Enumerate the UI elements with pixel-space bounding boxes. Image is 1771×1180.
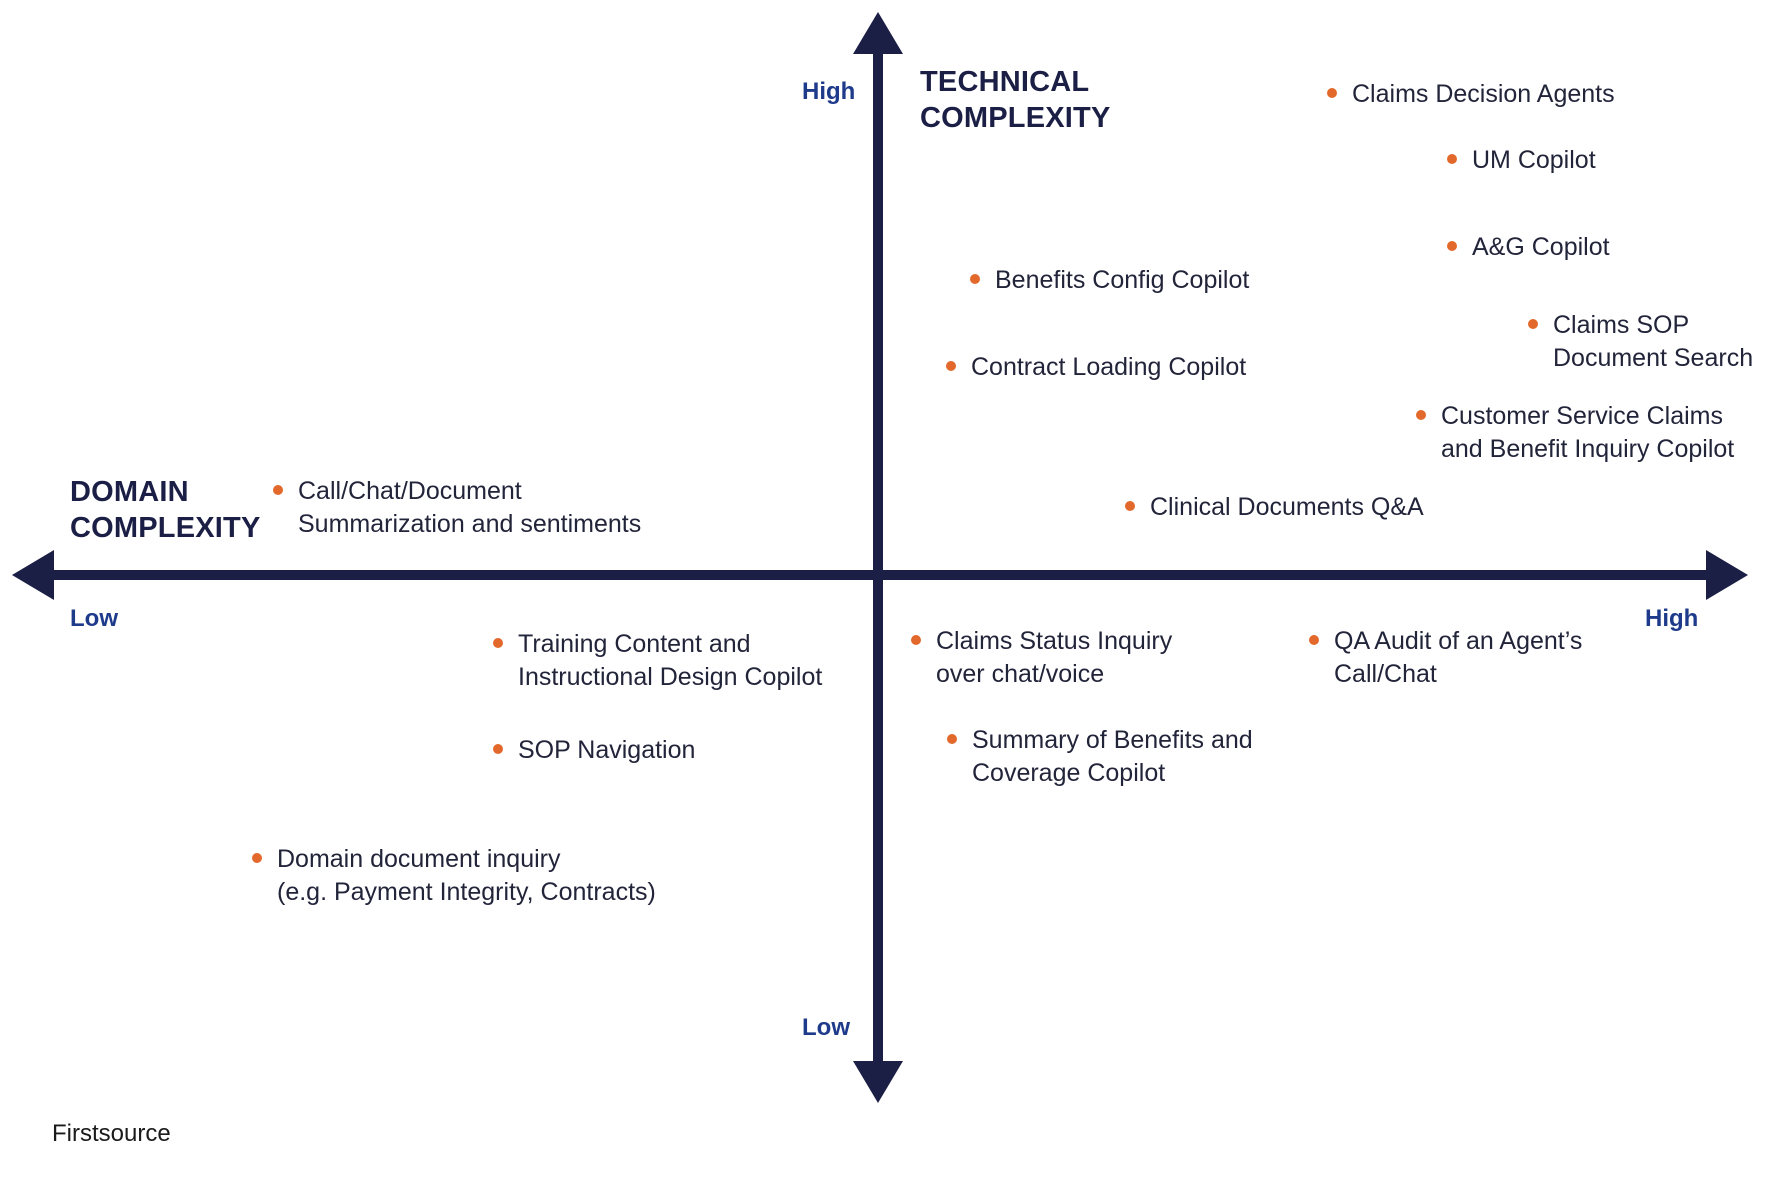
use-case-label-line-1: Call/Chat/Document: [298, 477, 522, 505]
use-case-item: Claims Status Inquiry over chat/voice: [911, 625, 1173, 691]
use-case-item: Domain document inquiry (e.g. Payment In…: [252, 843, 656, 909]
vertical-axis-up-arrowhead: [853, 12, 903, 54]
horizontal-high-label: High: [1645, 605, 1699, 632]
use-case-label-line-2: and Benefit Inquiry Copilot: [1441, 435, 1735, 463]
domain-complexity-title-line-1: DOMAIN: [70, 476, 189, 508]
vertical-axis-down-arrowhead: [853, 1061, 903, 1103]
firstsource-logo: Firstsource: [52, 1120, 171, 1147]
use-case-label-line-1: A&G Copilot: [1472, 233, 1610, 261]
use-case-item: Summary of Benefits and Coverage Copilot: [947, 724, 1253, 790]
vertical-low-label: Low: [802, 1014, 850, 1041]
bullet-dot: [1327, 88, 1337, 98]
use-case-label-line-1: Contract Loading Copilot: [971, 353, 1247, 381]
technical-complexity-title-line-1: TECHNICAL: [920, 66, 1090, 98]
use-case-item: Claims SOP Document Search: [1528, 309, 1754, 375]
domain-complexity-title: DOMAIN COMPLEXITY: [70, 474, 261, 546]
horizontal-low-label: Low: [70, 605, 118, 632]
use-case-item: Training Content and Instructional Desig…: [493, 628, 823, 694]
vertical-high-label: High: [802, 78, 856, 105]
horizontal-axis: [12, 550, 1748, 600]
use-case-label-line-1: Training Content and: [518, 630, 751, 658]
domain-complexity-title-line-2: COMPLEXITY: [70, 512, 261, 544]
bullet-dot: [1125, 501, 1135, 511]
use-case-label-line-2: Instructional Design Copilot: [518, 663, 823, 691]
use-case-label-line-2: (e.g. Payment Integrity, Contracts): [277, 878, 656, 906]
use-case-label-line-1: Claims Status Inquiry: [936, 627, 1173, 655]
bullet-dot: [947, 734, 957, 744]
use-case-label-line-1: Customer Service Claims: [1441, 402, 1724, 430]
use-case-label-line-1: Clinical Documents Q&A: [1150, 493, 1424, 521]
bullet-dot: [970, 274, 980, 284]
use-case-label-line-1: SOP Navigation: [518, 736, 696, 764]
use-case-label-line-2: Document Search: [1553, 344, 1754, 372]
bullet-dot: [273, 485, 283, 495]
horizontal-axis-right-arrowhead: [1706, 550, 1748, 600]
bullet-dot: [1416, 410, 1426, 420]
use-case-label-line-1: UM Copilot: [1472, 146, 1596, 174]
use-case-item: Clinical Documents Q&A: [1125, 491, 1424, 524]
bullet-dot: [1309, 635, 1319, 645]
vertical-axis: [853, 12, 903, 1103]
use-case-label-line-1: Claims SOP: [1553, 311, 1690, 339]
bullet-dot: [493, 638, 503, 648]
use-case-item: Contract Loading Copilot: [946, 351, 1247, 384]
bullet-dot: [911, 635, 921, 645]
use-case-label-line-2: Coverage Copilot: [972, 759, 1166, 787]
bullet-dot: [252, 853, 262, 863]
use-case-item: SOP Navigation: [493, 734, 696, 767]
bullet-dot: [1447, 241, 1457, 251]
bullet-dot: [1447, 154, 1457, 164]
technical-complexity-title: TECHNICAL COMPLEXITY: [920, 64, 1111, 136]
use-case-item: Call/Chat/Document Summarization and sen…: [273, 475, 642, 541]
use-case-label-line-1: Summary of Benefits and: [972, 726, 1253, 754]
use-case-item: UM Copilot: [1447, 144, 1596, 177]
bullet-dot: [493, 744, 503, 754]
use-case-label-line-1: Claims Decision Agents: [1352, 80, 1615, 108]
use-case-item: Claims Decision Agents: [1327, 78, 1615, 111]
use-case-label-line-1: Benefits Config Copilot: [995, 266, 1250, 294]
technical-complexity-title-line-2: COMPLEXITY: [920, 102, 1111, 134]
use-case-item: QA Audit of an Agent’s Call/Chat: [1309, 625, 1583, 691]
use-case-label-line-1: QA Audit of an Agent’s: [1334, 627, 1583, 655]
use-case-label-line-2: over chat/voice: [936, 660, 1105, 688]
use-case-label-line-2: Summarization and sentiments: [298, 510, 642, 538]
bullet-dot: [946, 361, 956, 371]
use-case-label-line-1: Domain document inquiry: [277, 845, 561, 873]
bullet-dot: [1528, 319, 1538, 329]
use-case-item: Benefits Config Copilot: [970, 264, 1250, 297]
use-case-label-line-2: Call/Chat: [1334, 660, 1437, 688]
use-case-item: A&G Copilot: [1447, 231, 1610, 264]
horizontal-axis-left-arrowhead: [12, 550, 54, 600]
use-case-item: Customer Service Claims and Benefit Inqu…: [1416, 400, 1735, 466]
